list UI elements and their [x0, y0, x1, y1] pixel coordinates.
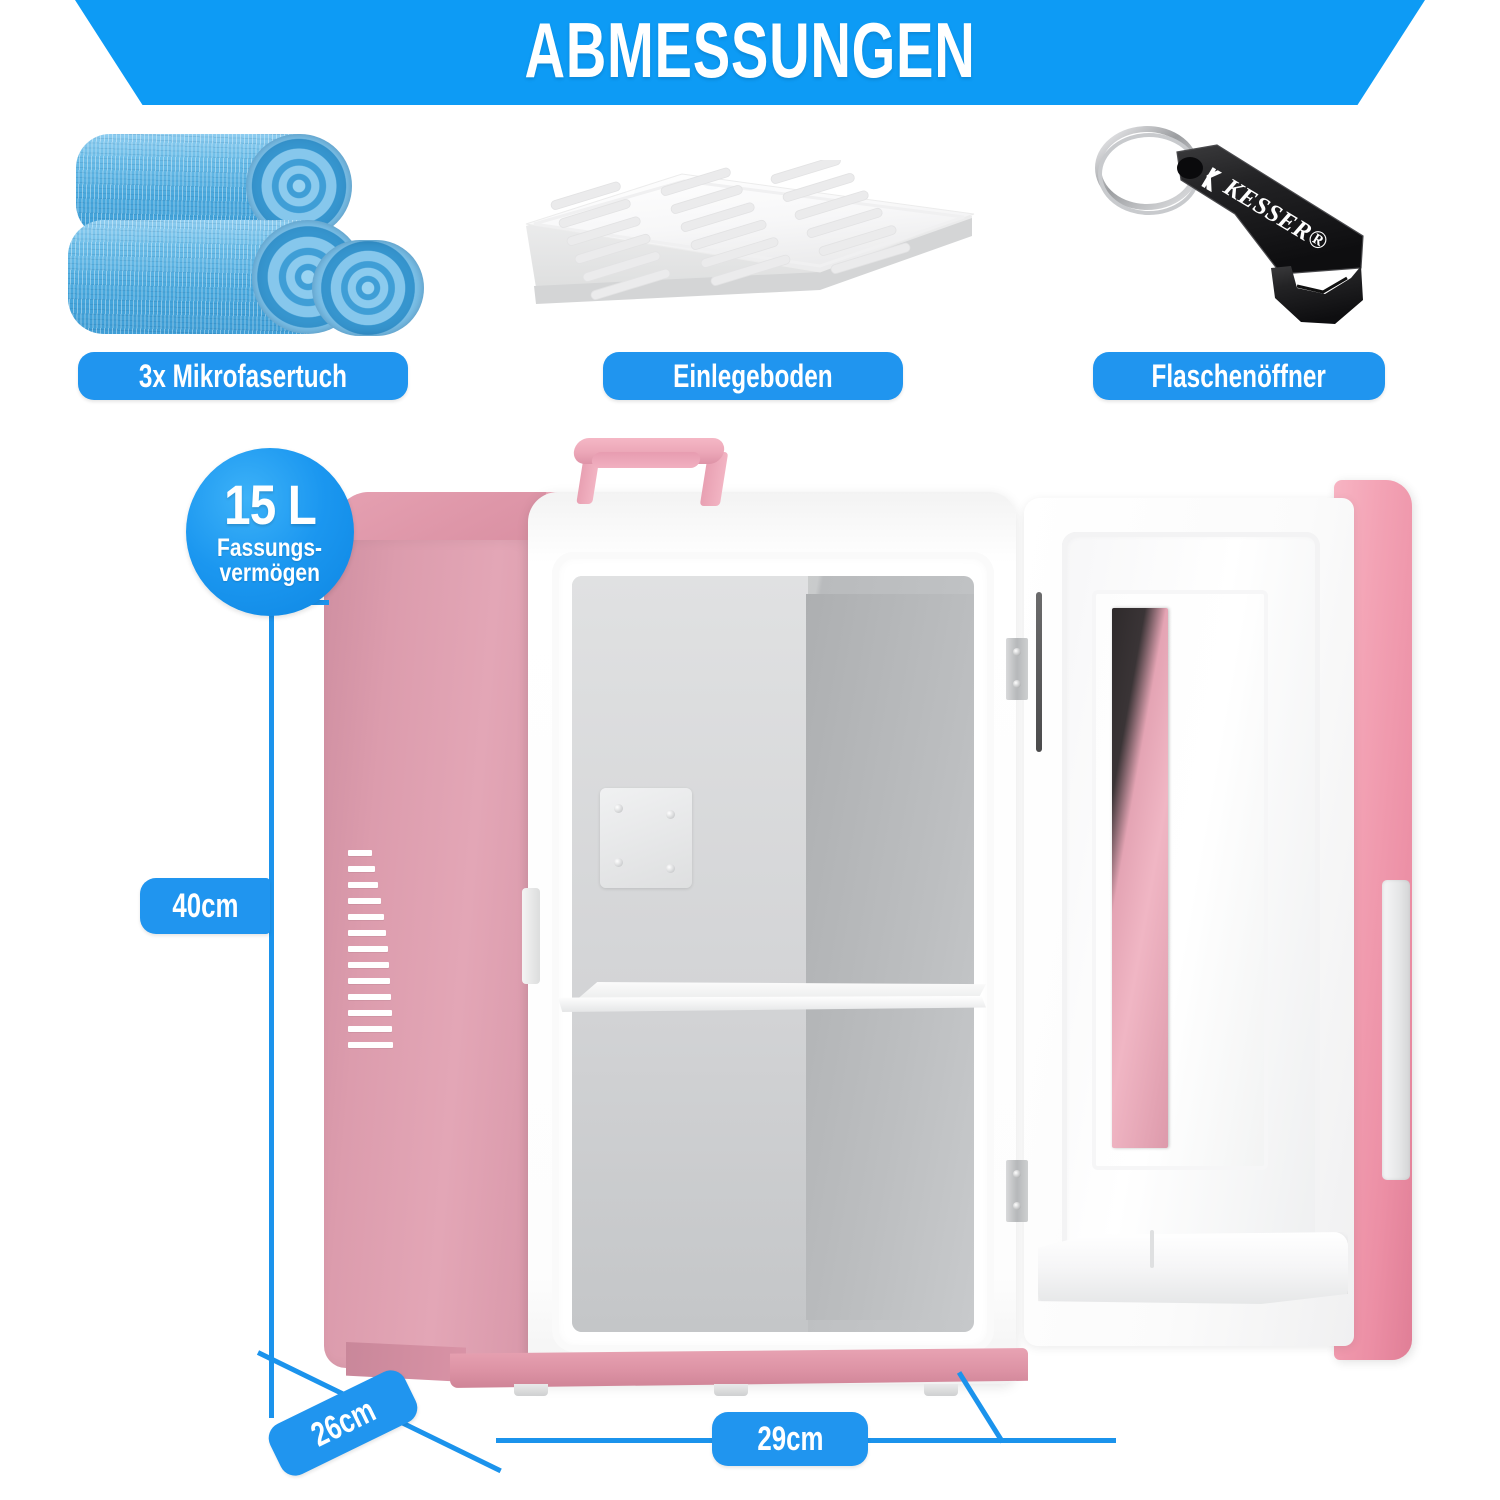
header-banner: ABMESSUNGEN: [0, 0, 1500, 105]
accessory-label-shelf-text: Einlegeboden: [673, 357, 833, 394]
capacity-caption-1: Fassungs-: [217, 533, 323, 562]
dimension-width-label: 29cm: [712, 1412, 868, 1466]
banner-shape: [75, 0, 1425, 105]
mini-fridge-product: [300, 430, 1420, 1440]
fridge-base-plinth: [324, 1342, 1028, 1396]
accessory-label-shelf: Einlegeboden: [603, 352, 903, 400]
interior-mounting-plate: [600, 788, 692, 888]
fridge-door-open[interactable]: [1000, 480, 1412, 1368]
accessory-label-opener: Flaschenöffner: [1093, 352, 1385, 400]
interior-back-wall: [572, 576, 808, 1332]
interior-shelf: [558, 982, 986, 1014]
fridge-left-panel: [324, 540, 536, 1368]
door-latch-strip: [522, 888, 540, 984]
bottle-opener-keychain-icon: KESSER®: [1085, 118, 1405, 343]
dimension-width-text: 29cm: [756, 1419, 824, 1458]
accessory-label-cloth: 3x Mikrofasertuch: [78, 352, 408, 400]
door-mirror-strip: [1112, 608, 1168, 1148]
microfiber-cloth-rolls-icon: [68, 128, 424, 340]
capacity-badge: 15 L Fassungs- vermögen: [186, 448, 354, 616]
slotted-shelf-icon: [520, 155, 980, 340]
door-hinge-top: [1006, 638, 1028, 700]
accessory-label-cloth-text: 3x Mikrofasertuch: [138, 357, 348, 394]
door-hinge-bottom: [1006, 1160, 1028, 1222]
accessory-label-opener-text: Flaschenöffner: [1151, 357, 1327, 394]
carry-handle: [571, 438, 729, 506]
door-side-grip: [1382, 880, 1410, 1180]
capacity-caption-2: vermögen: [219, 558, 321, 587]
fridge-interior: [572, 576, 974, 1332]
dimension-height-text: 40cm: [171, 886, 239, 925]
opener-svg: KESSER®: [1095, 126, 1364, 324]
interior-right-wall: [806, 594, 974, 1320]
ventilation-slots: [348, 850, 394, 1048]
dimension-height-label: 40cm: [140, 878, 270, 934]
door-seal-strip: [1036, 592, 1042, 752]
page-title: ABMESSUNGEN: [524, 5, 976, 94]
height-guide-line: [269, 600, 274, 1418]
capacity-value: 15 L: [224, 473, 317, 537]
shelf-svg: [525, 155, 975, 304]
door-bottom-tray: [1038, 1214, 1348, 1312]
handle-grip: [590, 452, 702, 468]
